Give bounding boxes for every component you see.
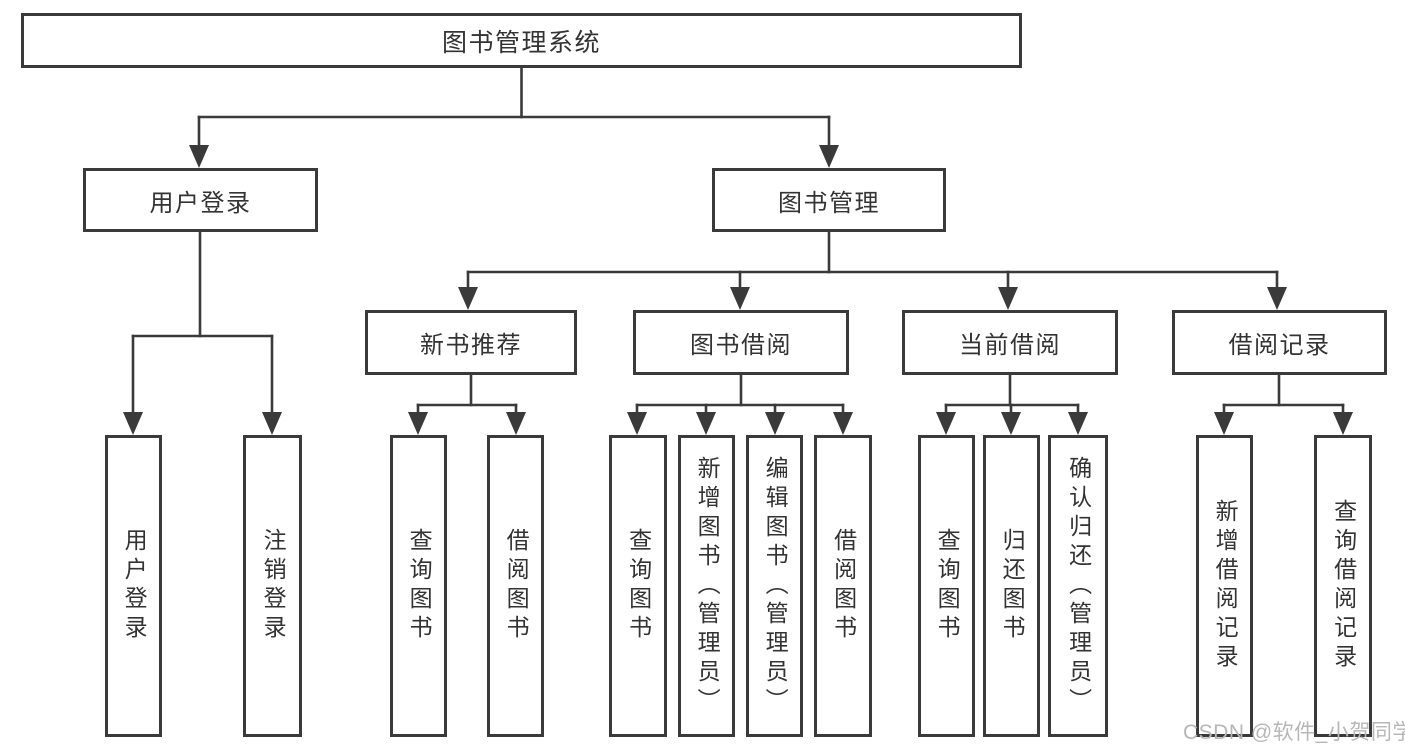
node-current-borrowing: 当前借阅 xyxy=(902,310,1118,375)
arrowheads xyxy=(123,145,1353,435)
leaf-borrow-books: 借阅图书 xyxy=(814,435,872,737)
node-current-borrowing-label: 当前借阅 xyxy=(959,332,1061,359)
leaf-user-login: 用户登录 xyxy=(105,435,162,737)
node-library-system-label: 图书管理系统 xyxy=(441,28,601,57)
leaf-edit-books-admin: 编辑图书（管理员） xyxy=(746,435,803,737)
node-book-management-label: 图书管理 xyxy=(778,189,880,217)
leaf-confirm-return-admin: 确认归还（管理员） xyxy=(1048,435,1108,737)
node-book-management: 图书管理 xyxy=(712,168,946,232)
leaf-logout: 注销登录 xyxy=(243,435,302,737)
leaf-query-books-recommend: 查询图书 xyxy=(390,435,447,737)
csdn-watermark: CSDN @软件_小贺同学 xyxy=(1183,721,1405,744)
leaf-query-books-borrowing: 查询图书 xyxy=(609,435,667,737)
leaf-query-books-current: 查询图书 xyxy=(918,435,975,737)
node-user-login-label: 用户登录 xyxy=(149,189,252,217)
leaf-add-books-admin: 新增图书（管理员） xyxy=(678,435,735,737)
leaf-return-books: 归还图书 xyxy=(983,435,1040,737)
node-user-login: 用户登录 xyxy=(83,168,318,232)
node-library-system: 图书管理系统 xyxy=(21,13,1022,68)
node-book-borrowing: 图书借阅 xyxy=(633,310,849,375)
node-new-book-recommendation: 新书推荐 xyxy=(365,310,577,375)
node-borrowing-records: 借阅记录 xyxy=(1172,310,1387,375)
leaf-borrow-books-recommend: 借阅图书 xyxy=(487,435,544,737)
node-new-book-recommendation-label: 新书推荐 xyxy=(420,332,522,359)
node-borrowing-records-label: 借阅记录 xyxy=(1228,332,1331,359)
leaf-add-borrow-record: 新增借阅记录 xyxy=(1196,435,1253,737)
leaf-query-borrow-record: 查询借阅记录 xyxy=(1314,435,1372,737)
node-book-borrowing-label: 图书借阅 xyxy=(690,332,792,359)
